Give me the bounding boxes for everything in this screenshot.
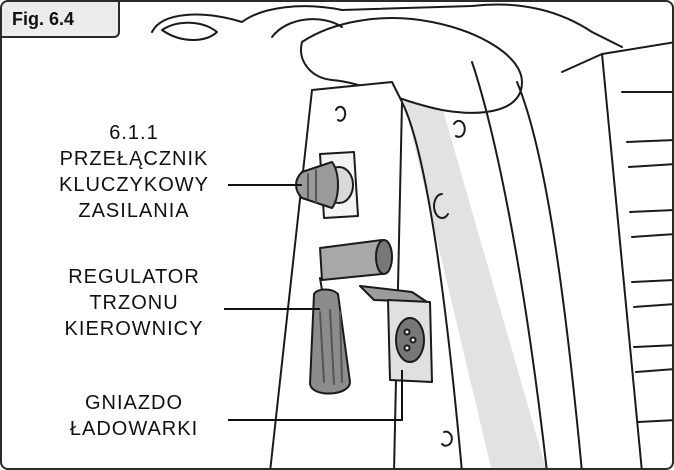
callout-line: PRZEŁĄCZNIK [42,146,226,172]
figure-tag: Fig. 6.4 [12,9,74,30]
callout-line: 6.1.1 [42,120,226,146]
callout-steering-column-adjuster: REGULATOR TRZONU KIEROWNICY [42,264,226,342]
callout-line: GNIAZDO [42,390,226,416]
callout-line: ZASILANIA [42,198,226,224]
callout-power-key-switch: 6.1.1 PRZEŁĄCZNIK KLUCZYKOWY ZASILANIA [42,120,226,224]
callout-line: ŁADOWARKI [42,416,226,442]
callout-line: KLUCZYKOWY [42,172,226,198]
figure-label: Fig. 6.4 [2,2,120,38]
callout-line: REGULATOR [42,264,226,290]
adjuster-handle [310,290,350,394]
column-shadow [397,72,547,470]
callout-charger-socket: GNIAZDO ŁADOWARKI [42,390,226,442]
callout-line: TRZONU [42,290,226,316]
callout-line: KIEROWNICY [42,316,226,342]
